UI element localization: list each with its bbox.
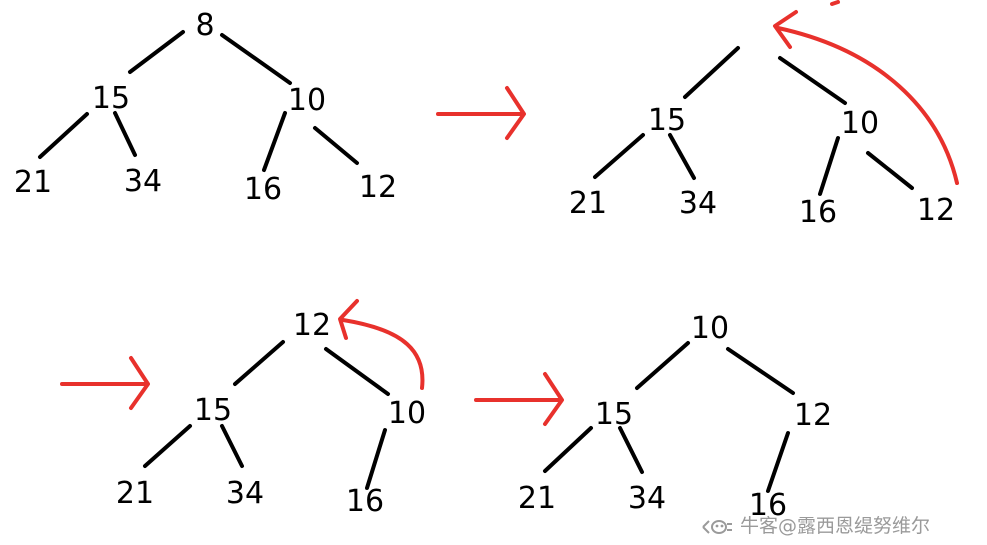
watermark-text: 牛客@露西恩缇努维尔 [740, 515, 931, 537]
edge [618, 426, 644, 474]
edge [593, 133, 645, 179]
edge [233, 340, 285, 386]
edge [143, 424, 192, 468]
tree-node: 34 [679, 186, 717, 221]
tree-node: 8 [195, 8, 214, 43]
edge [113, 111, 137, 157]
edge [128, 30, 185, 74]
tree-node: 10 [841, 106, 879, 141]
tree-node: 15 [194, 393, 232, 428]
tree-node: 16 [799, 195, 837, 230]
tree-node: 12 [359, 170, 397, 205]
edge [543, 426, 593, 473]
curved-arrow-icon [773, 0, 959, 185]
tree-node: 16 [346, 484, 384, 519]
edge [38, 112, 89, 159]
panel-step-4: 10 15 12 21 34 16 [518, 311, 832, 523]
tree-node: 21 [116, 476, 154, 511]
tree-node: 10 [388, 396, 426, 431]
right-arrow-icon [474, 372, 564, 426]
edge [766, 431, 790, 493]
edge [635, 341, 690, 390]
tree-node: 12 [794, 398, 832, 433]
edge [262, 111, 287, 172]
panel-step-3: 12 15 10 21 34 16 [116, 299, 426, 519]
tree-node: 16 [244, 172, 282, 207]
edge [313, 126, 359, 165]
tree-node: 21 [14, 165, 52, 200]
curved-arrow-icon [338, 299, 425, 390]
right-arrow-icon [436, 86, 526, 140]
edge [220, 424, 244, 468]
edge [866, 151, 914, 190]
edge [365, 428, 387, 490]
tree-node: 15 [595, 397, 633, 432]
tree-node: 16 [749, 488, 787, 523]
edge [683, 46, 740, 99]
tree-node: 15 [92, 81, 130, 116]
tree-node: 34 [124, 164, 162, 199]
edge [778, 56, 847, 105]
panel-step-1: 8 15 10 21 34 16 12 [14, 8, 397, 207]
edge [324, 347, 390, 396]
watermark: 牛客@露西恩缇努维尔 [700, 511, 985, 539]
tree-node: 12 [917, 193, 955, 228]
tree-node: 21 [518, 481, 556, 516]
right-arrow-icon [60, 356, 150, 410]
tree-node: 21 [569, 186, 607, 221]
tree-node: 10 [288, 83, 326, 118]
edge [818, 136, 840, 196]
edge [220, 33, 292, 85]
edge [668, 133, 696, 180]
tree-node: 10 [691, 311, 729, 346]
tree-node: 34 [628, 481, 666, 516]
edge [726, 347, 795, 395]
nowcoder-logo-icon [702, 519, 732, 534]
tree-node: 12 [293, 308, 331, 343]
panel-step-2: 15 10 21 34 16 12 [569, 0, 959, 230]
tree-node: 15 [648, 103, 686, 138]
tree-node: 34 [226, 476, 264, 511]
